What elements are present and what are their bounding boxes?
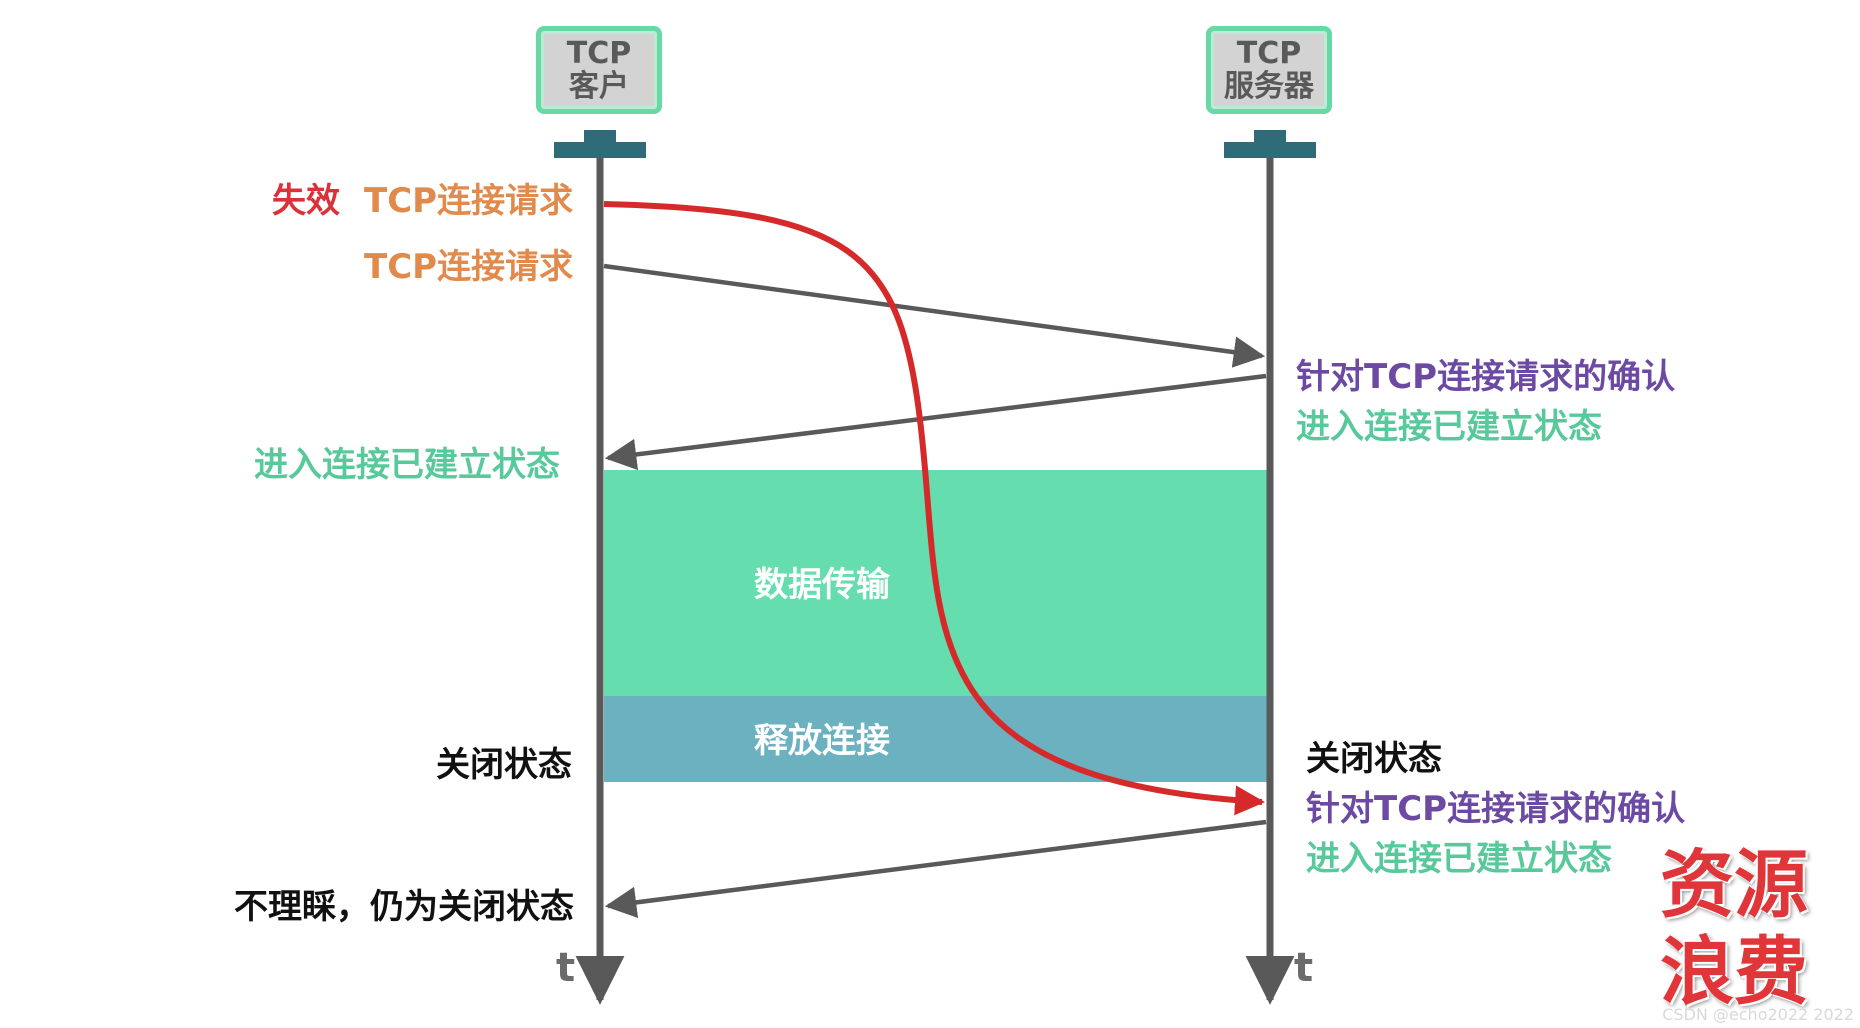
- failed-request-curve: [603, 201, 1265, 816]
- server-closed-label: 关闭状态: [1306, 739, 1442, 779]
- invalid-tag: 失效: [272, 181, 340, 221]
- ack-label-1: 针对TCP连接请求的确认: [1296, 357, 1676, 397]
- client-line2: 客户: [569, 69, 629, 104]
- server-line2: 服务器: [1224, 69, 1314, 104]
- client-time-label: t: [556, 945, 576, 991]
- stamp-line1: 资源: [1660, 842, 1808, 928]
- server-established-label-2: 进入连接已建立状态: [1306, 839, 1612, 879]
- request-label: TCP连接请求: [364, 247, 574, 287]
- client-established-label: 进入连接已建立状态: [254, 445, 560, 485]
- server-established-label-1: 进入连接已建立状态: [1296, 407, 1602, 447]
- request-arrow: [603, 263, 1266, 368]
- resource-waste-stamp: 资源 浪费: [1660, 842, 1808, 1017]
- data-transfer-label: 数据传输: [754, 565, 890, 605]
- client-closed-label: 关闭状态: [436, 745, 572, 785]
- release-label: 释放连接: [754, 721, 890, 761]
- ignore-label: 不理睬，仍为关闭状态: [234, 887, 574, 927]
- server-time-label: t: [1294, 945, 1314, 991]
- ack-arrow-1: [604, 373, 1267, 471]
- client-host: TCP 客户: [536, 26, 662, 114]
- invalid-request-label: TCP连接请求: [364, 181, 574, 221]
- server-host-base: [1224, 142, 1316, 158]
- server-host: TCP 服务器: [1206, 26, 1332, 114]
- watermark: CSDN @echo2022 2022: [1662, 1005, 1854, 1024]
- server-host-stand: [1254, 130, 1286, 144]
- client-host-stand: [584, 130, 616, 144]
- server-line1: TCP: [1236, 36, 1302, 71]
- ack-arrow-2: [604, 819, 1267, 919]
- release-band: [604, 696, 1268, 782]
- ack-label-2: 针对TCP连接请求的确认: [1306, 789, 1686, 829]
- client-line1: TCP: [566, 36, 632, 71]
- client-host-base: [554, 142, 646, 158]
- stamp-line2: 浪费: [1660, 929, 1808, 1016]
